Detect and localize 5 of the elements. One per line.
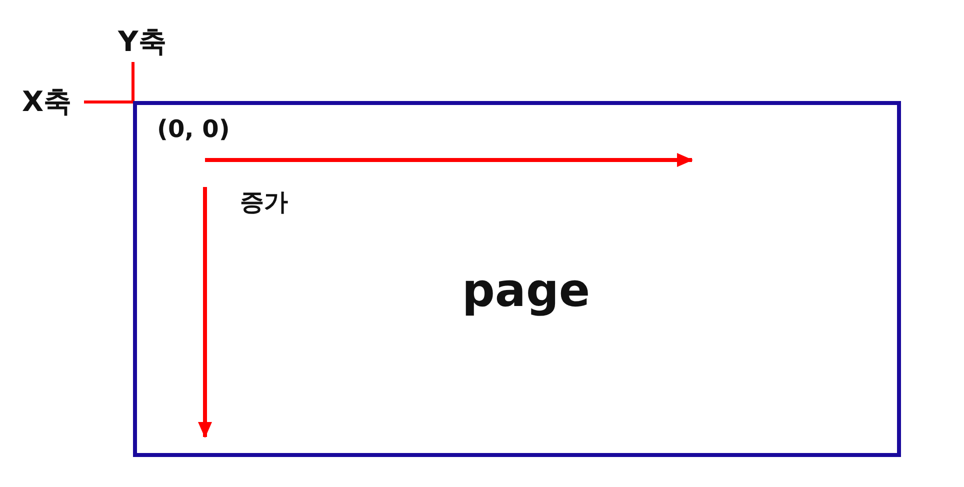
origin-label: (0, 0) bbox=[157, 117, 230, 141]
axis-label: Y축 bbox=[118, 28, 166, 56]
axis-label: X축 bbox=[22, 88, 72, 116]
page-box bbox=[133, 101, 901, 457]
direction-label: 증가 bbox=[240, 190, 288, 214]
